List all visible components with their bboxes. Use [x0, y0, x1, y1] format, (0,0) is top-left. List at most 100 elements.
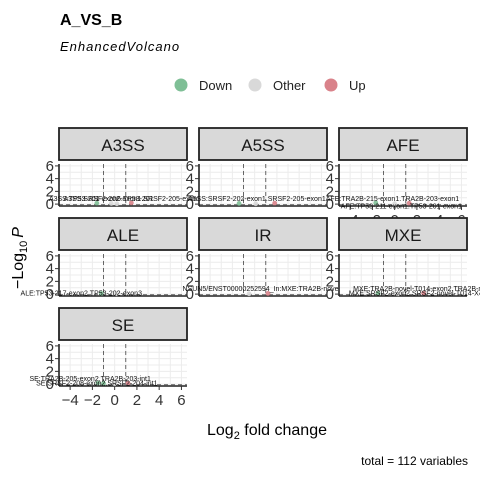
legend-label-other: Other	[273, 78, 306, 93]
facet-title-ale: ALE	[107, 226, 139, 245]
y-axis-label-subscript: 10	[18, 241, 30, 253]
chart-subtitle: EnhancedVolcano	[60, 39, 180, 54]
data-point-ale-1	[114, 291, 120, 297]
y-tick-label: 2	[46, 183, 54, 200]
facet-strip-a3ss	[58, 127, 188, 161]
data-point-a5ss-0	[236, 201, 242, 206]
point-label-a5ss-0: A5SS:SRSF2-202-exon1.SRSF2-205-exon1	[188, 196, 326, 203]
data-point-a5ss-2	[272, 200, 278, 206]
data-point-ale-0	[98, 291, 104, 296]
x-tick-label: 6	[177, 392, 185, 409]
legend-key-other	[248, 78, 262, 92]
facet-a3ss: A3SS0246A3SS:TP53-201-exon6.TP53-201A3SS…	[46, 127, 202, 213]
y-tick-label: 0	[46, 286, 54, 303]
chart-title: A_VS_B	[60, 12, 122, 29]
facet-title-se: SE	[112, 316, 135, 335]
facet-strip-se	[58, 307, 188, 341]
y-tick-label: 6	[326, 158, 334, 175]
point-label-afe-0: AFE:TRA2B-215-exon1.TRA2B-203-exon1	[326, 196, 460, 203]
facet-mxe: MXE 0246MXE:TRA2B-novel-T014-exon2.TRA2B-…	[326, 217, 480, 303]
facet-strip-a5ss	[198, 127, 328, 161]
y-tick-label: 2	[186, 183, 194, 200]
data-point-se-2	[112, 381, 118, 387]
data-point-afe-2	[406, 200, 412, 206]
facet-afe: AFE0246−4−20246AFE:TRA2B-215-exon1.TRA2B…	[326, 127, 468, 229]
data-point-mxe-1	[395, 291, 401, 297]
y-tick-label: 6	[186, 248, 194, 265]
data-point-afe-0	[373, 200, 379, 206]
point-label-mxe-0: MXE:TRA2B-novel-T014-exon2.TRA2B-nov	[353, 286, 480, 293]
y-tick-label: 2	[326, 273, 334, 290]
data-point-se-0	[95, 380, 101, 386]
legend-key-up	[324, 78, 338, 92]
y-tick-label: 4	[326, 261, 334, 278]
y-axis-label-variable: P	[10, 227, 27, 238]
data-point-ir-1	[265, 291, 271, 296]
data-point-a3ss-3	[128, 200, 134, 206]
y-tick-label: 6	[46, 338, 54, 355]
point-label-ale-0: ALE:TP53-217-exon2.TP53-202-exon3	[21, 291, 143, 298]
facet-title-a5ss: A5SS	[241, 136, 284, 155]
x-tick-label: 4	[155, 392, 163, 409]
data-point-a5ss-1	[253, 201, 259, 207]
point-label-se-1: SE:SRSF2-208-exon2.SRSF2-204-int1	[36, 380, 157, 387]
y-tick-label: 6	[46, 158, 54, 175]
y-tick-label: 4	[46, 351, 54, 368]
legend-label-down: Down	[199, 78, 232, 93]
y-tick-label: 4	[46, 171, 54, 188]
facet-strip-afe	[338, 127, 468, 161]
y-tick-label: 2	[186, 273, 194, 290]
facet-title-a3ss: A3SS	[101, 136, 144, 155]
facet-title-ir: IR	[255, 226, 272, 245]
y-axis-label: −Log10 P	[10, 227, 30, 289]
y-tick-label: 0	[326, 286, 334, 303]
x-tick-label: −4	[62, 392, 79, 409]
x-axis-label-rest: fold change	[240, 422, 327, 439]
caption-total: total = 112 variables	[361, 454, 468, 468]
data-point-afe-1	[392, 201, 398, 207]
y-tick-label: 2	[46, 273, 54, 290]
data-point-ir-0	[246, 291, 252, 297]
y-tick-label: 6	[46, 248, 54, 265]
y-axis-label-prefix: −Log	[10, 253, 27, 289]
data-point-a3ss-2	[114, 201, 120, 207]
y-tick-label: 4	[326, 171, 334, 188]
y-tick-label: 6	[326, 248, 334, 265]
legend-key-down	[174, 78, 188, 92]
y-tick-label: 2	[326, 183, 334, 200]
data-point-se-1	[101, 381, 106, 386]
point-label-mxe-1: MXE:SRSF2-exon2.SRSF2-novel-T014-X4	[349, 290, 480, 297]
y-tick-label: 0	[186, 286, 194, 303]
point-label-ir-0: NSUN5/ENST00000252594_In:MXE:TRA2B-novel	[183, 286, 341, 293]
point-label-a3ss-1: A3SS:SRSF2-202-exon1.SRSF2-205-exon1	[64, 196, 202, 203]
legend: Down Other Up	[174, 78, 366, 93]
y-tick-label: 0	[326, 196, 334, 213]
y-tick-label: 4	[186, 261, 194, 278]
point-label-afe-1: AFE:TP53-211-exon1.TP53-201-exon1	[341, 204, 462, 211]
x-tick-label: 2	[133, 392, 141, 409]
y-tick-label: 0	[46, 376, 54, 393]
y-tick-label: 4	[46, 261, 54, 278]
data-point-se-3	[125, 380, 131, 386]
data-point-a3ss-0	[94, 200, 100, 206]
x-axis-label: Log2 fold change	[207, 422, 327, 442]
x-axis-label-subscript: 2	[234, 430, 240, 442]
data-point-a3ss-1	[108, 201, 114, 206]
facet-ir: IR0246NSUN5/ENST00000252594_In:MXE:TRA2B…	[183, 217, 341, 303]
facet-title-afe: AFE	[386, 136, 419, 155]
x-tick-label: 0	[110, 392, 118, 409]
legend-label-up: Up	[349, 78, 366, 93]
x-tick-label: −2	[84, 392, 101, 409]
facet-grid: A3SS0246A3SS:TP53-201-exon6.TP53-201A3SS…	[21, 127, 480, 409]
facet-strip-mxe	[338, 217, 468, 251]
point-label-a3ss-0: A3SS:TP53-201-exon6.TP53-201	[49, 196, 154, 203]
y-tick-label: 0	[186, 196, 194, 213]
point-label-se-0: SE:TRA2B-205-exon2.TRA2B-203-int1	[29, 376, 150, 383]
y-tick-label: 2	[46, 363, 54, 380]
x-axis-label-base: Log	[207, 422, 234, 439]
facet-title-mxe: MXE	[385, 226, 422, 245]
facet-a5ss: A5SS0246A5SS:SRSF2-202-exon1.SRSF2-205-e…	[186, 127, 328, 213]
